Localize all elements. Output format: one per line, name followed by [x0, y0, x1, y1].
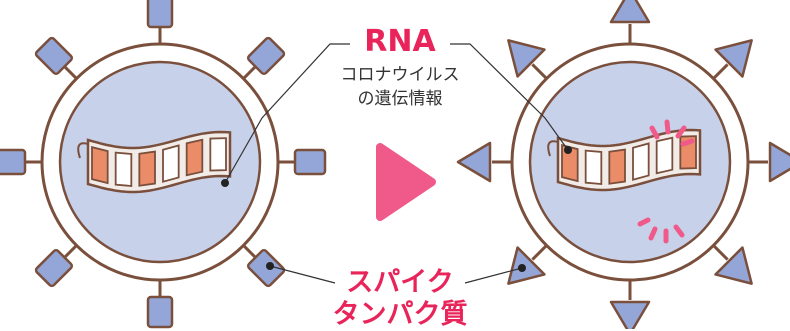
spike-head-triangle-icon [507, 39, 546, 78]
spike-head-triangle-icon [507, 246, 546, 285]
rna-base-cell [138, 150, 156, 187]
spike-head-square-icon [34, 36, 74, 76]
spike-head-triangle-icon [609, 0, 651, 24]
rna-base-cell [185, 138, 204, 177]
spike-head-triangle-icon [714, 246, 753, 285]
rna-strand-mutated [547, 128, 702, 192]
rna-base-cell [584, 149, 603, 185]
rna-strand [77, 130, 232, 194]
spike-proteins-square [0, 0, 327, 329]
rna-base-cell [632, 142, 650, 181]
spike-protein-label-line-2: タンパク質 [332, 299, 468, 330]
spike-head-square-icon [146, 295, 174, 329]
spike-head-square-icon [246, 248, 286, 288]
spike-head-square-icon [293, 148, 327, 176]
rna-description-line-2: の遺伝情報 [357, 89, 443, 109]
spike-head-square-icon [246, 36, 286, 76]
spike-proteins-triangular [456, 0, 790, 329]
rna-leader-lines [221, 43, 572, 187]
spike-head-triangle-icon [768, 141, 790, 183]
rna-base-cell [209, 137, 227, 172]
rna-description-line-1: コロナウイルス [340, 65, 460, 85]
rna-label: RNA [364, 24, 436, 59]
virus-after-mutation [456, 0, 790, 329]
rna-base-cell [162, 144, 180, 183]
virus-before-mutation [0, 0, 327, 329]
spike-leader-lines [266, 262, 526, 284]
rna-base-cell [561, 143, 579, 183]
mutation-burst-icon [637, 119, 695, 244]
rna-base-cell [114, 151, 133, 187]
rna-base-cell [91, 145, 109, 185]
spike-head-triangle-icon [456, 141, 492, 183]
spike-head-triangle-icon [714, 39, 753, 78]
transition-arrow-icon [376, 143, 436, 221]
rna-base-cell [655, 136, 674, 175]
spike-protein-label-line-1: スパイク [346, 267, 454, 298]
spike-head-triangle-icon [609, 300, 651, 329]
spike-head-square-icon [0, 148, 27, 176]
spike-head-square-icon [146, 0, 174, 29]
rna-base-cell [608, 148, 626, 185]
spike-head-square-icon [34, 248, 74, 288]
